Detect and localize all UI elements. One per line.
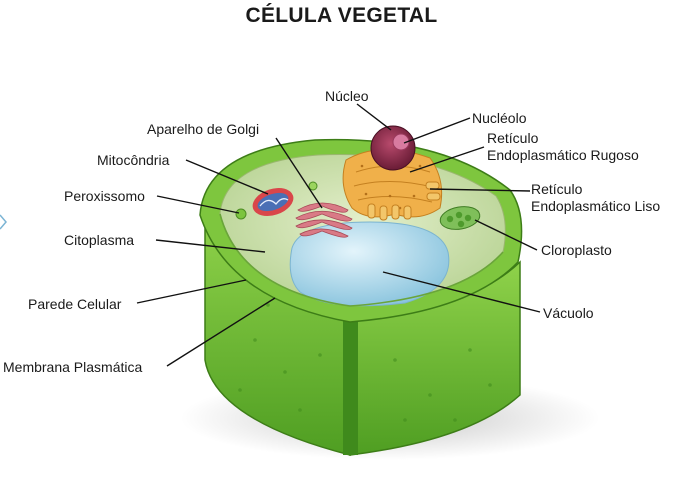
label-reticulo-liso-line2: Endoplasmático Liso <box>531 198 661 214</box>
label-peroxissomo: Peroxissomo <box>64 188 145 204</box>
line-nucleo <box>356 103 392 131</box>
label-nucleolo: Nucléolo <box>472 110 527 126</box>
plasma-membrane <box>219 213 504 307</box>
smooth-er <box>367 181 441 221</box>
line-parede-celular <box>136 279 247 304</box>
label-reticulo-liso-line1: Retículo <box>531 181 583 197</box>
label-nucleo: Núcleo <box>325 88 369 104</box>
label-reticulo-liso: Retículo Endoplasmático Liso <box>531 181 660 215</box>
line-nucleolo <box>403 117 471 144</box>
label-golgi: Aparelho de Golgi <box>147 121 260 137</box>
line-golgi <box>275 137 323 209</box>
mitochondria <box>252 188 294 216</box>
label-reticulo-rugoso: Retículo Endoplasmático Rugoso <box>487 130 639 164</box>
line-citoplasma <box>155 239 266 253</box>
label-cloroplasto: Cloroplasto <box>541 242 612 258</box>
peroxisome <box>235 208 247 220</box>
label-citoplasma: Citoplasma <box>64 232 135 248</box>
line-reticulo-liso <box>429 188 531 192</box>
label-reticulo-rugoso-line2: Endoplasmático Rugoso <box>487 147 639 163</box>
line-reticulo-rugoso <box>409 146 485 173</box>
line-mitocondria <box>185 159 269 195</box>
label-reticulo-rugoso-line1: Retículo <box>487 130 539 146</box>
label-mitocondria: Mitocôndria <box>97 152 170 168</box>
line-membrana <box>166 297 276 367</box>
label-membrana-plasmatica: Membrana Plasmática <box>3 359 143 375</box>
leader-lines <box>136 103 541 367</box>
edge-arrow-icon <box>0 214 7 230</box>
nucleus <box>370 125 416 171</box>
label-vacuolo: Vácuolo <box>543 305 594 321</box>
chloroplast <box>439 206 481 230</box>
page-title: CÉLULA VEGETAL <box>245 4 438 27</box>
label-parede-celular: Parede Celular <box>28 296 122 312</box>
line-peroxissomo <box>156 195 240 214</box>
vacuole <box>289 221 450 307</box>
golgi-apparatus <box>295 202 353 238</box>
rough-er <box>342 149 443 218</box>
line-cloroplasto <box>474 219 538 251</box>
nucleolus <box>392 133 410 151</box>
line-vacuolo <box>382 271 541 313</box>
